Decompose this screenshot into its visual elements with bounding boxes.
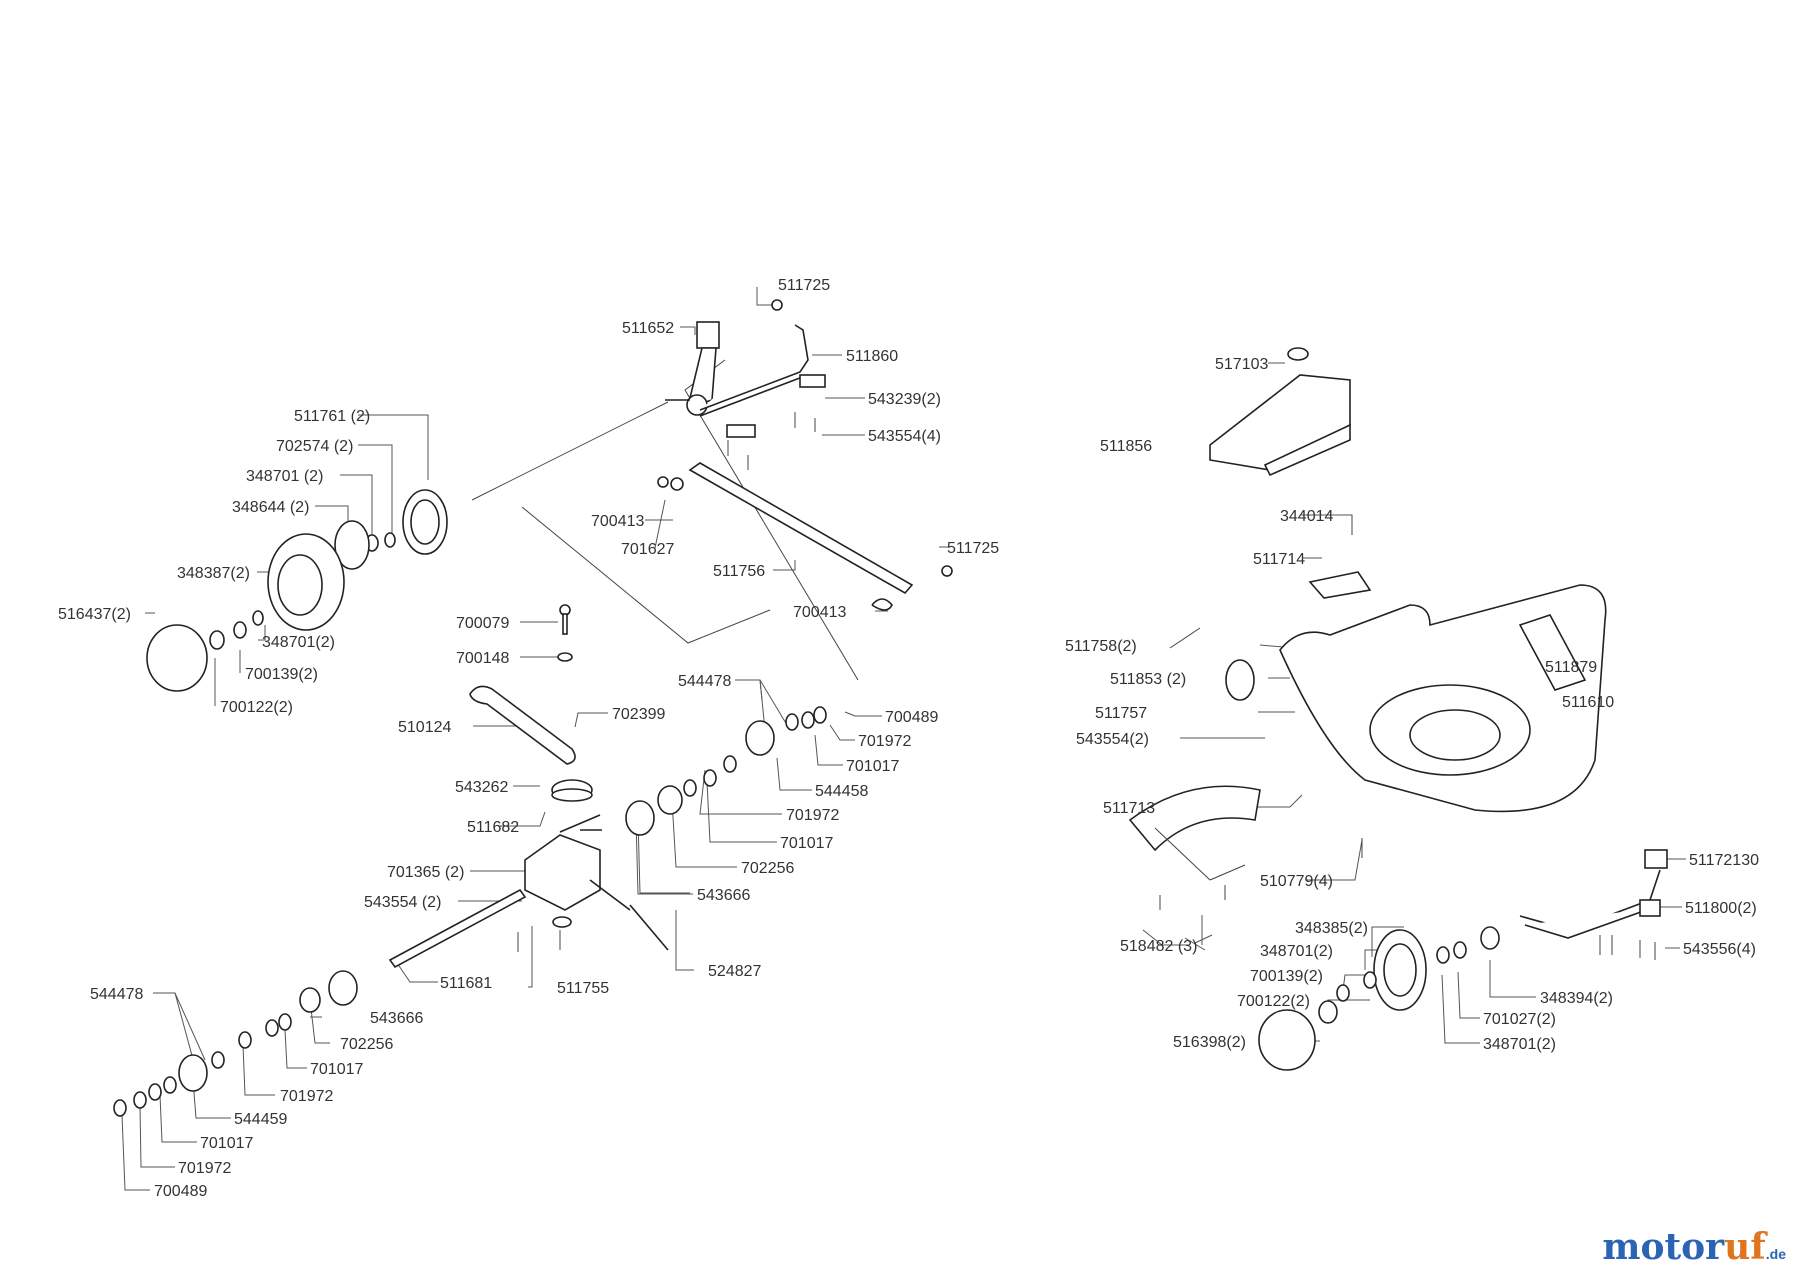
label-516437: 516437(2) bbox=[58, 606, 131, 623]
label-348701b: 348701(2) bbox=[262, 634, 335, 651]
label-344014: 344014 bbox=[1280, 508, 1333, 525]
label-700122a: 700122(2) bbox=[220, 699, 293, 716]
label-510779: 510779(4) bbox=[1260, 873, 1333, 890]
label-544478b: 544478 bbox=[90, 986, 143, 1003]
label-543666b: 543666 bbox=[370, 1010, 423, 1027]
label-511761: 511761 (2) bbox=[294, 408, 370, 425]
label-700489a: 700489 bbox=[885, 709, 938, 726]
label-700413b: 700413 bbox=[793, 604, 846, 621]
label-348701d: 348701(2) bbox=[1483, 1036, 1556, 1053]
part-labels: 511725 511652 511860 543239(2) 543554(4)… bbox=[58, 277, 1759, 1200]
label-700489b: 700489 bbox=[154, 1183, 207, 1200]
label-543554b: 543554 (2) bbox=[364, 894, 441, 911]
label-511879: 511879 bbox=[1545, 659, 1597, 676]
label-543554c: 543554(2) bbox=[1076, 731, 1149, 748]
watermark-brand-a: motor bbox=[1602, 1226, 1725, 1268]
label-701027: 701027(2) bbox=[1483, 1011, 1556, 1028]
label-701972b: 701972 bbox=[786, 807, 839, 824]
label-524827: 524827 bbox=[708, 963, 761, 980]
label-700139b: 700139(2) bbox=[1250, 968, 1323, 985]
right-wheel-assembly bbox=[1258, 849, 1668, 1071]
label-511756: 511756 bbox=[713, 563, 765, 580]
label-511800: 511800(2) bbox=[1685, 900, 1757, 917]
label-511758: 511758(2) bbox=[1065, 638, 1137, 655]
label-511725b: 511725 bbox=[947, 540, 999, 557]
label-517103: 517103 bbox=[1215, 356, 1268, 373]
label-701017c: 701017 bbox=[310, 1061, 363, 1078]
label-701017a: 701017 bbox=[846, 758, 899, 775]
label-544478a: 544478 bbox=[678, 673, 731, 690]
label-700413a: 700413 bbox=[591, 513, 644, 530]
label-701972c: 701972 bbox=[280, 1088, 333, 1105]
label-511856: 511856 bbox=[1100, 438, 1152, 455]
label-701972d: 701972 bbox=[178, 1160, 231, 1177]
label-702256b: 702256 bbox=[340, 1036, 393, 1053]
label-511652: 511652 bbox=[622, 320, 674, 337]
label-700122b: 700122(2) bbox=[1237, 993, 1310, 1010]
label-701972a: 701972 bbox=[858, 733, 911, 750]
label-543556: 543556(4) bbox=[1683, 941, 1756, 958]
label-511713: 511713 bbox=[1103, 800, 1155, 817]
label-700148: 700148 bbox=[456, 650, 509, 667]
label-348387: 348387(2) bbox=[177, 565, 250, 582]
label-700139a: 700139(2) bbox=[245, 666, 318, 683]
handle-assembly bbox=[665, 299, 826, 470]
label-511755: 511755 bbox=[557, 980, 609, 997]
label-518482: 518482 (3) bbox=[1120, 938, 1197, 955]
label-511682: 511682 bbox=[467, 819, 519, 836]
label-701017d: 701017 bbox=[200, 1135, 253, 1152]
label-543262: 543262 bbox=[455, 779, 508, 796]
rear-cover-and-deck bbox=[1128, 347, 1607, 910]
belt-gearbox bbox=[388, 604, 669, 969]
label-511681: 511681 bbox=[440, 975, 492, 992]
bottom-left-gear-parts bbox=[113, 970, 358, 1117]
label-702574: 702574 (2) bbox=[276, 438, 353, 455]
axle-rod bbox=[657, 462, 953, 611]
label-701017b: 701017 bbox=[780, 835, 833, 852]
label-348701c: 348701(2) bbox=[1260, 943, 1333, 960]
label-511610: 511610 bbox=[1562, 694, 1614, 711]
label-544459: 544459 bbox=[234, 1111, 287, 1128]
label-544458: 544458 bbox=[815, 783, 868, 800]
watermark-tld: .de bbox=[1765, 1246, 1786, 1262]
label-348701a: 348701 (2) bbox=[246, 468, 323, 485]
label-511714: 511714 bbox=[1253, 551, 1305, 568]
label-510124: 510124 bbox=[398, 719, 451, 736]
label-516398: 516398(2) bbox=[1173, 1034, 1246, 1051]
label-543554a: 543554(4) bbox=[868, 428, 941, 445]
label-511725a: 511725 bbox=[778, 277, 830, 294]
label-348394: 348394(2) bbox=[1540, 990, 1613, 1007]
label-51172130: 51172130 bbox=[1689, 852, 1759, 869]
label-511757: 511757 bbox=[1095, 705, 1147, 722]
left-wheel-assembly bbox=[146, 489, 448, 692]
watermark-brand-b: uf bbox=[1724, 1226, 1766, 1268]
label-543239: 543239(2) bbox=[868, 391, 941, 408]
label-348385: 348385(2) bbox=[1295, 920, 1368, 937]
label-348644: 348644 (2) bbox=[232, 499, 309, 516]
label-701627: 701627 bbox=[621, 541, 674, 558]
label-543666a: 543666 bbox=[697, 887, 750, 904]
label-511860: 511860 bbox=[846, 348, 898, 365]
label-701365: 701365 (2) bbox=[387, 864, 464, 881]
label-700079: 700079 bbox=[456, 615, 509, 632]
label-702399: 702399 bbox=[612, 706, 665, 723]
drive-shaft-parts bbox=[625, 706, 827, 836]
label-511853: 511853 (2) bbox=[1110, 671, 1186, 688]
label-702256a: 702256 bbox=[741, 860, 794, 877]
watermark-logo: motoruf.de bbox=[1602, 1226, 1786, 1268]
